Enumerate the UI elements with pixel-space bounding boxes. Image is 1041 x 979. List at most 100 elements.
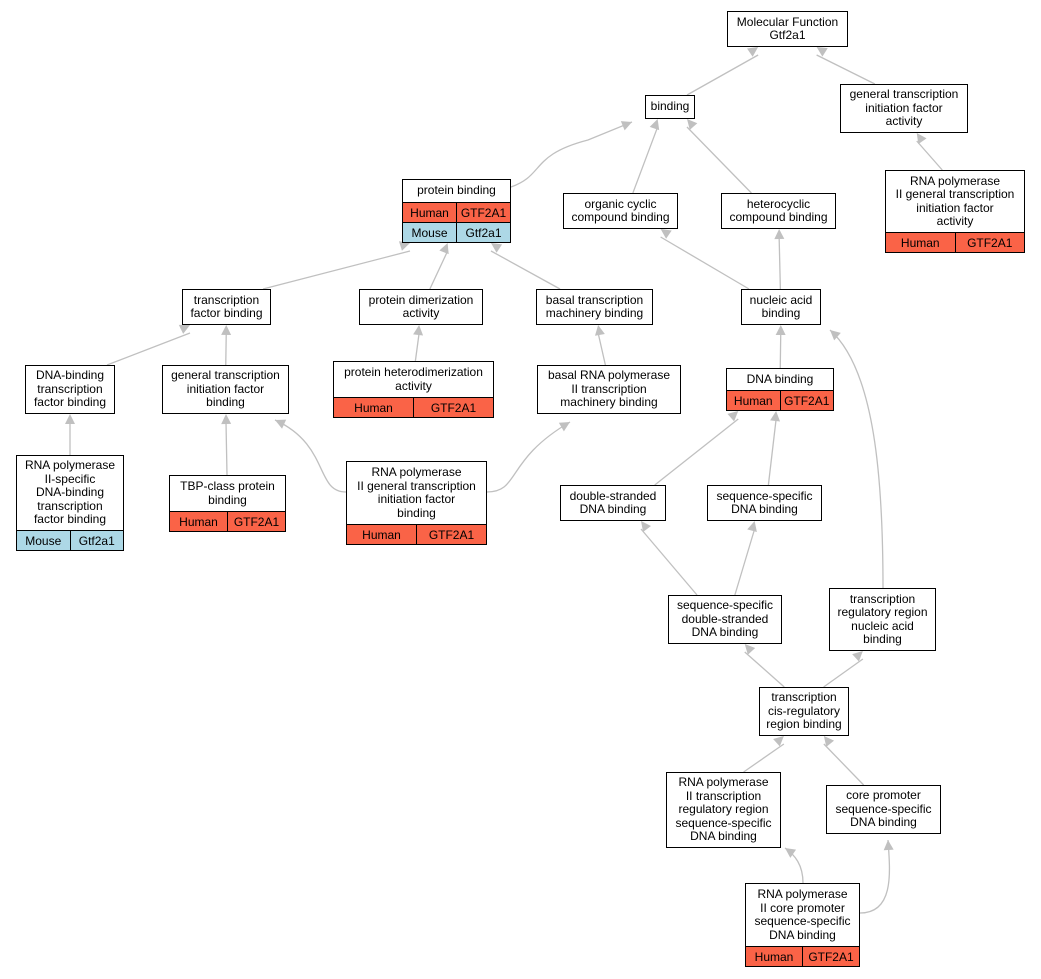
- go-term-ssds[interactable]: sequence-specific double-stranded DNA bi…: [668, 595, 782, 644]
- go-term-rnaptrr[interactable]: RNA polymerase II transcription regulato…: [666, 772, 781, 848]
- arrowhead-dsdna-to-dnabind: [727, 411, 739, 422]
- arrowhead-basalmach-to-protbind: [491, 243, 503, 253]
- edge-gtifb-to-tfbind: [225, 332, 227, 366]
- arrowhead-rnap2gt-to-gtifa: [916, 133, 927, 145]
- gene-symbol: GTF2A1: [416, 525, 486, 544]
- arrowhead-nucacid-to-hetero: [774, 229, 785, 240]
- species-label: Human: [733, 393, 773, 408]
- arrowhead-dnabind-to-nucacid: [775, 325, 786, 336]
- arrowhead-ssds-to-ssdna: [747, 521, 757, 532]
- go-term-rnapgtif[interactable]: RNA polymerase II general transcription …: [346, 461, 487, 545]
- go-term-dnatf[interactable]: DNA-binding transcription factor binding: [25, 365, 115, 414]
- edge-gtifa-to-mf: [816, 54, 876, 85]
- go-term-nucacid[interactable]: nucleic acid binding: [741, 289, 821, 325]
- gene-symbol: Gtf2a1: [456, 223, 510, 242]
- edge-treg-to-nucacid: [829, 329, 884, 589]
- go-term-label: transcription factor binding: [190, 292, 263, 320]
- go-term-basalmach[interactable]: basal transcription machinery binding: [536, 289, 653, 325]
- arrowhead-rnapcore-to-rnaptrr: [785, 848, 797, 858]
- go-term-label: RNA polymerase II general transcription …: [895, 173, 1015, 228]
- human-annotation-row: Human GTF2A1: [170, 511, 285, 531]
- arrowhead-hetero-to-binding: [687, 119, 698, 130]
- go-term-gtifa[interactable]: general transcription initiation factor …: [840, 84, 968, 133]
- edge-dsdna-to-dnabind: [654, 418, 739, 486]
- go-term-dsdna[interactable]: double-stranded DNA binding: [560, 485, 666, 521]
- go-term-label: basal RNA polymerase II transcription ma…: [547, 368, 671, 410]
- arrowhead-rnapgtif-to-gtifb: [275, 419, 287, 429]
- go-term-label: core promoter sequence-specific DNA bind…: [835, 788, 932, 830]
- go-term-protdim[interactable]: protein dimerization activity: [359, 289, 483, 325]
- go-term-hetero[interactable]: heterocyclic compound binding: [721, 193, 836, 229]
- go-term-basalrna[interactable]: basal RNA polymerase II transcription ma…: [537, 365, 681, 414]
- human-annotation-row: Human GTF2A1: [727, 390, 833, 410]
- arrowhead-protdim-to-protbind: [439, 243, 449, 255]
- go-term-label: RNA polymerase II transcription regulato…: [675, 775, 772, 844]
- go-term-label: double-stranded DNA binding: [569, 488, 657, 516]
- go-term-label: DNA-binding transcription factor binding: [33, 368, 107, 410]
- species-label: Human: [354, 400, 393, 415]
- edge-basalrna-to-basalmach: [597, 332, 607, 366]
- edge-tcis-to-ssds: [744, 651, 785, 688]
- species-label: Human: [179, 514, 218, 529]
- go-term-treg[interactable]: transcription regulatory region nucleic …: [829, 588, 936, 651]
- go-term-mf[interactable]: Molecular Function Gtf2a1: [727, 11, 848, 47]
- go-term-label: RNA polymerase II-specific DNA-binding t…: [24, 458, 116, 527]
- go-term-binding[interactable]: binding: [645, 95, 695, 119]
- gene-symbol: GTF2A1: [779, 391, 834, 410]
- go-term-label: heterocyclic compound binding: [729, 196, 828, 224]
- edge-rnaptrr-to-tcis: [743, 743, 785, 773]
- go-term-label: transcription regulatory region nucleic …: [837, 591, 928, 646]
- arrowhead-tcis-to-ssds: [744, 644, 756, 655]
- go-term-label: basal transcription machinery binding: [545, 292, 644, 320]
- edge-ssds-to-dsdna: [640, 528, 698, 596]
- go-term-rnap2gt[interactable]: RNA polymerase II general transcription …: [885, 170, 1025, 253]
- go-term-label: RNA polymerase II core promoter sequence…: [754, 887, 851, 942]
- edge-rnapcore-to-rnaptrr: [784, 847, 804, 884]
- go-term-gtifb[interactable]: general transcription initiation factor …: [162, 365, 289, 414]
- go-term-label: Molecular Function Gtf2a1: [736, 14, 839, 42]
- arrowhead-gtifa-to-mf: [816, 47, 828, 57]
- species-label: Human: [900, 235, 940, 250]
- go-term-ssdna[interactable]: sequence-specific DNA binding: [707, 485, 822, 521]
- arrowhead-ssds-to-dsdna: [641, 521, 652, 532]
- edge-dnabind-to-nucacid: [779, 332, 782, 369]
- arrowhead-treg-to-nucacid: [830, 330, 841, 341]
- edge-tbp-to-gtifb: [225, 421, 228, 476]
- go-term-orgcyc[interactable]: organic cyclic compound binding: [563, 193, 678, 229]
- go-term-rnapcore[interactable]: RNA polymerase II core promoter sequence…: [745, 883, 860, 967]
- go-term-label: protein heterodimerization activity: [344, 365, 483, 393]
- arrowhead-binding-to-mf: [747, 47, 759, 57]
- arrowhead-nucacid-to-orgcyc: [660, 229, 672, 239]
- edge-rnap2gt-to-gtifa: [916, 140, 943, 171]
- edge-rnapcore-to-corepro: [859, 839, 891, 914]
- gene-symbol: GTF2A1: [227, 512, 285, 531]
- go-term-rnapdna[interactable]: RNA polymerase II-specific DNA-binding t…: [16, 455, 124, 551]
- edge-protbind-to-binding: [510, 121, 633, 188]
- edge-rnapgtif-to-gtifb: [274, 419, 347, 493]
- species-label: Human: [410, 205, 449, 220]
- arrowhead-protbind-to-binding: [620, 121, 632, 131]
- go-term-label: RNA polymerase II general transcription …: [357, 465, 476, 520]
- arrowhead-orgcyc-to-binding: [649, 119, 660, 131]
- edge-tfbind-to-protbind: [262, 250, 411, 290]
- arrowhead-basalrna-to-basalmach: [594, 325, 605, 336]
- arrowhead-protheter-to-protdim: [413, 325, 424, 336]
- edge-binding-to-mf: [686, 54, 759, 96]
- gene-symbol: GTF2A1: [413, 398, 493, 417]
- edge-ssdna-to-dnabind: [767, 418, 777, 486]
- go-term-corepro[interactable]: core promoter sequence-specific DNA bind…: [826, 785, 941, 834]
- gene-symbol: Gtf2a1: [69, 531, 124, 550]
- gene-symbol: GTF2A1: [802, 947, 859, 966]
- species-label: Mouse: [411, 225, 448, 240]
- go-term-tcis[interactable]: transcription cis-regulatory region bind…: [759, 687, 849, 736]
- go-term-tfbind[interactable]: transcription factor binding: [182, 289, 271, 325]
